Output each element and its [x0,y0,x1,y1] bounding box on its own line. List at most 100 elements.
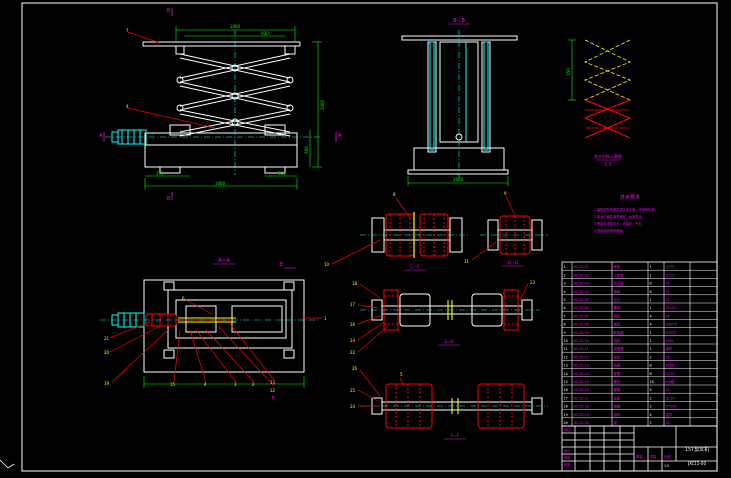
dim-front-width: 1000 [453,177,464,182]
balloon-15-aa: 15 [170,382,176,387]
bom-cell: 12 [564,355,568,359]
bom-cell: 1 [650,339,652,343]
section-ff: F—F 26 25 24 5 [350,366,548,440]
balloon-12-aa: 12 [270,388,276,393]
bom-cell: 3 [564,282,566,286]
sheet-border [21,2,718,472]
bom-cell: 6 [564,306,566,310]
bom-cell: 4 [650,323,652,327]
bom-cell: 1 [650,331,652,335]
balloon-19-aa: 19 [104,381,110,386]
bom-cell: 45 [666,355,670,359]
bom-cell: 11 [564,347,568,351]
bom-cell: 联轴器 [614,330,625,335]
bom-cell: 4 [650,314,652,318]
bom-cell: 45 [666,298,670,302]
balloon-11-dd: 11 [464,259,470,264]
tb-designed: 设计 [564,448,571,453]
bom-cell: 45 [666,282,670,286]
bom-cell: JXC15-17 [573,396,589,400]
bom-cell: JXC15-02 [573,273,589,277]
dim-side-offset: 150 [566,68,571,76]
marker-a-right: A [338,133,342,139]
bom-cell: 20 [564,421,568,425]
bom-cell: 14 [564,372,568,376]
tb-scale: 1:5 [664,464,669,468]
balloon-9-dd: 9 [504,191,507,196]
bom-cell: 45 [666,421,670,425]
tb-mark: 标记 [564,427,571,432]
bom-cell: 5 [564,298,566,302]
detail-scale: 1:5 [605,162,612,167]
bom-cell: JXC15-16 [573,388,589,392]
bom-cell: 45 [666,388,670,392]
label-ee: E—E [444,339,454,344]
bom-cell: JXC15-19 [573,413,589,417]
tb-checked: 审核 [564,455,571,460]
bom-cell: 4 [650,388,652,392]
bom-cell: 支座 [614,395,621,400]
bom-cell: 2 [650,355,652,359]
bom-cell: 1 [650,298,652,302]
bom-cell: 导轨 [614,354,621,359]
bom-cell: 滚轮 [614,313,621,318]
marker-f-aa: F [272,396,275,402]
tech-heading: 技术要求 [620,194,640,201]
bom-cell: 1 [650,306,652,310]
section-ee: E—E 18 17 16 14 22 23 [350,280,540,355]
marker-b-top: B [167,8,171,14]
bom-cell: 键 [614,420,618,425]
bom-cell: 螺母 [614,305,621,310]
dim-base-width: 1000 [215,181,226,186]
tb-ratio: 比例 [664,454,670,459]
bom-cell: JXC15-14 [573,372,589,376]
bom-cell: JXC15-12 [573,355,589,359]
bom-cell: 2 [650,396,652,400]
bom-cell: JXC15-09 [573,331,589,335]
bom-cell: Q235 [666,265,675,269]
detail-caption: 剪叉机构示意图 [594,153,622,159]
bom-cell: 轴承 [614,322,621,327]
balloon-1-aa: 1 [324,316,327,321]
bom-cell: 垫圈 [614,371,621,376]
balloon-20-aa: 20 [104,350,110,355]
bom-cell: 7 [564,314,566,318]
bom-cell: 丝杠 [614,297,621,302]
marker-e-aa: E [280,262,283,268]
bom-cell: JXC15-03 [573,282,589,286]
bom-cell: 螺栓 [614,379,621,384]
bom-cell: 油杯 [614,412,621,417]
balloon-26-ff: 26 [352,366,358,371]
bom-cell: 销轴 [614,289,621,294]
bom-cell: 8 [650,372,652,376]
bom-cell: 65Mn [666,364,675,368]
bom-cell: 1 [650,273,652,277]
bom-cell: 16 [564,388,568,392]
bom-cell: 挡圈 [614,363,621,368]
bom-cell: 18 [564,405,568,409]
bom-cell: 17 [564,396,568,400]
balloon-5-ff: 5 [400,372,403,377]
balloon-18-ee: 18 [352,281,358,286]
balloon-14-ee: 14 [350,338,356,343]
bom-cell: 1 [650,347,652,351]
bom-cell: 15 [564,380,568,384]
balloon-3-aa: 3 [234,382,237,387]
bom-cell: JXC15-13 [573,364,589,368]
bom-cell: JXC15-15 [573,380,589,384]
bom-cell: 16 [650,380,654,384]
bom-cell: Q235 [666,372,675,376]
marker-b-bottom: B [167,196,171,202]
bom-cell: 45 [666,290,670,294]
bom-cell: 8 [650,282,652,286]
bom-cell: 底座 [614,264,621,269]
balloon-21-aa: 21 [104,336,110,341]
bom-cell: 1 [564,265,566,269]
dim-top-width: 1000 [230,24,241,29]
balloon-25-ff: 25 [350,388,356,393]
bom-cell: HT200 [666,331,677,335]
tech-line-3: 3.焊接件焊缝均匀，无裂纹、气孔。 [594,221,645,226]
label-cc: C—C [410,264,420,269]
dim-height: 1000 [320,99,325,110]
